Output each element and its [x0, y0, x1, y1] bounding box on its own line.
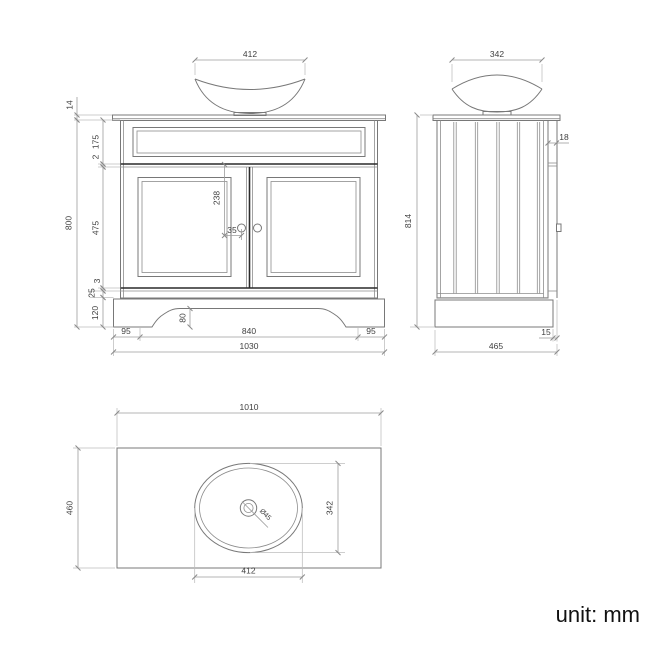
dim-top-basin-depth: 342 [325, 501, 335, 515]
side-door-edge [547, 120, 562, 298]
dim-top-counter-width: 1010 [240, 402, 259, 412]
dim-front-foot-right: 95 [366, 326, 376, 336]
dim-front-door-gap: 3 [92, 278, 102, 283]
dim-top-counter-depth: 460 [65, 501, 75, 515]
unit-note: unit: mm [555, 602, 640, 627]
dim-front-total-height: 800 [64, 216, 74, 230]
dim-front-bottom-rail: 25 [87, 288, 97, 298]
side-view: 342 [403, 49, 569, 356]
dim-front-foot-left: 95 [121, 326, 131, 336]
dim-side-basin-depth: 342 [490, 49, 504, 59]
front-cabinet-body [120, 120, 378, 299]
dim-side-door-thickness: 18 [559, 132, 569, 142]
dim-front-total-width: 1030 [240, 341, 259, 351]
side-panel-grooves [453, 122, 541, 294]
top-worktop-outline [116, 447, 382, 569]
dim-front-frieze-gap: 2 [91, 154, 101, 159]
front-right-door [266, 177, 361, 277]
dim-front-arch-height: 80 [178, 313, 188, 323]
side-door-handle [556, 223, 562, 232]
top-drain: Ø45 [239, 499, 272, 528]
dim-side-front-recess: 15 [541, 327, 551, 337]
dim-top-basin-width: 412 [241, 566, 255, 576]
top-view: 1010 460 Ø45 342 412 [65, 402, 384, 583]
dim-front-span-middle: 840 [242, 326, 256, 336]
front-plinth [113, 298, 385, 328]
dim-side-total-depth: 465 [489, 341, 503, 351]
front-view: 412 [64, 49, 388, 356]
dim-front-knob-inset: 35 [227, 225, 237, 235]
side-basin [451, 74, 543, 116]
dim-front-knob-drop: 238 [212, 191, 222, 205]
front-frieze-panel [132, 127, 366, 157]
dim-front-door-height: 475 [91, 221, 101, 235]
front-basin [194, 78, 306, 116]
side-worktop [432, 114, 561, 121]
dim-side-total-height: 814 [403, 214, 413, 228]
dim-front-worktop-thickness: 14 [65, 100, 75, 110]
side-plinth [434, 299, 554, 328]
side-panel [436, 120, 549, 299]
dim-front-plinth-height: 120 [90, 306, 100, 320]
dim-front-frieze-height: 175 [91, 135, 101, 149]
dim-front-basin-width: 412 [243, 49, 257, 59]
front-right-knob [253, 223, 262, 233]
